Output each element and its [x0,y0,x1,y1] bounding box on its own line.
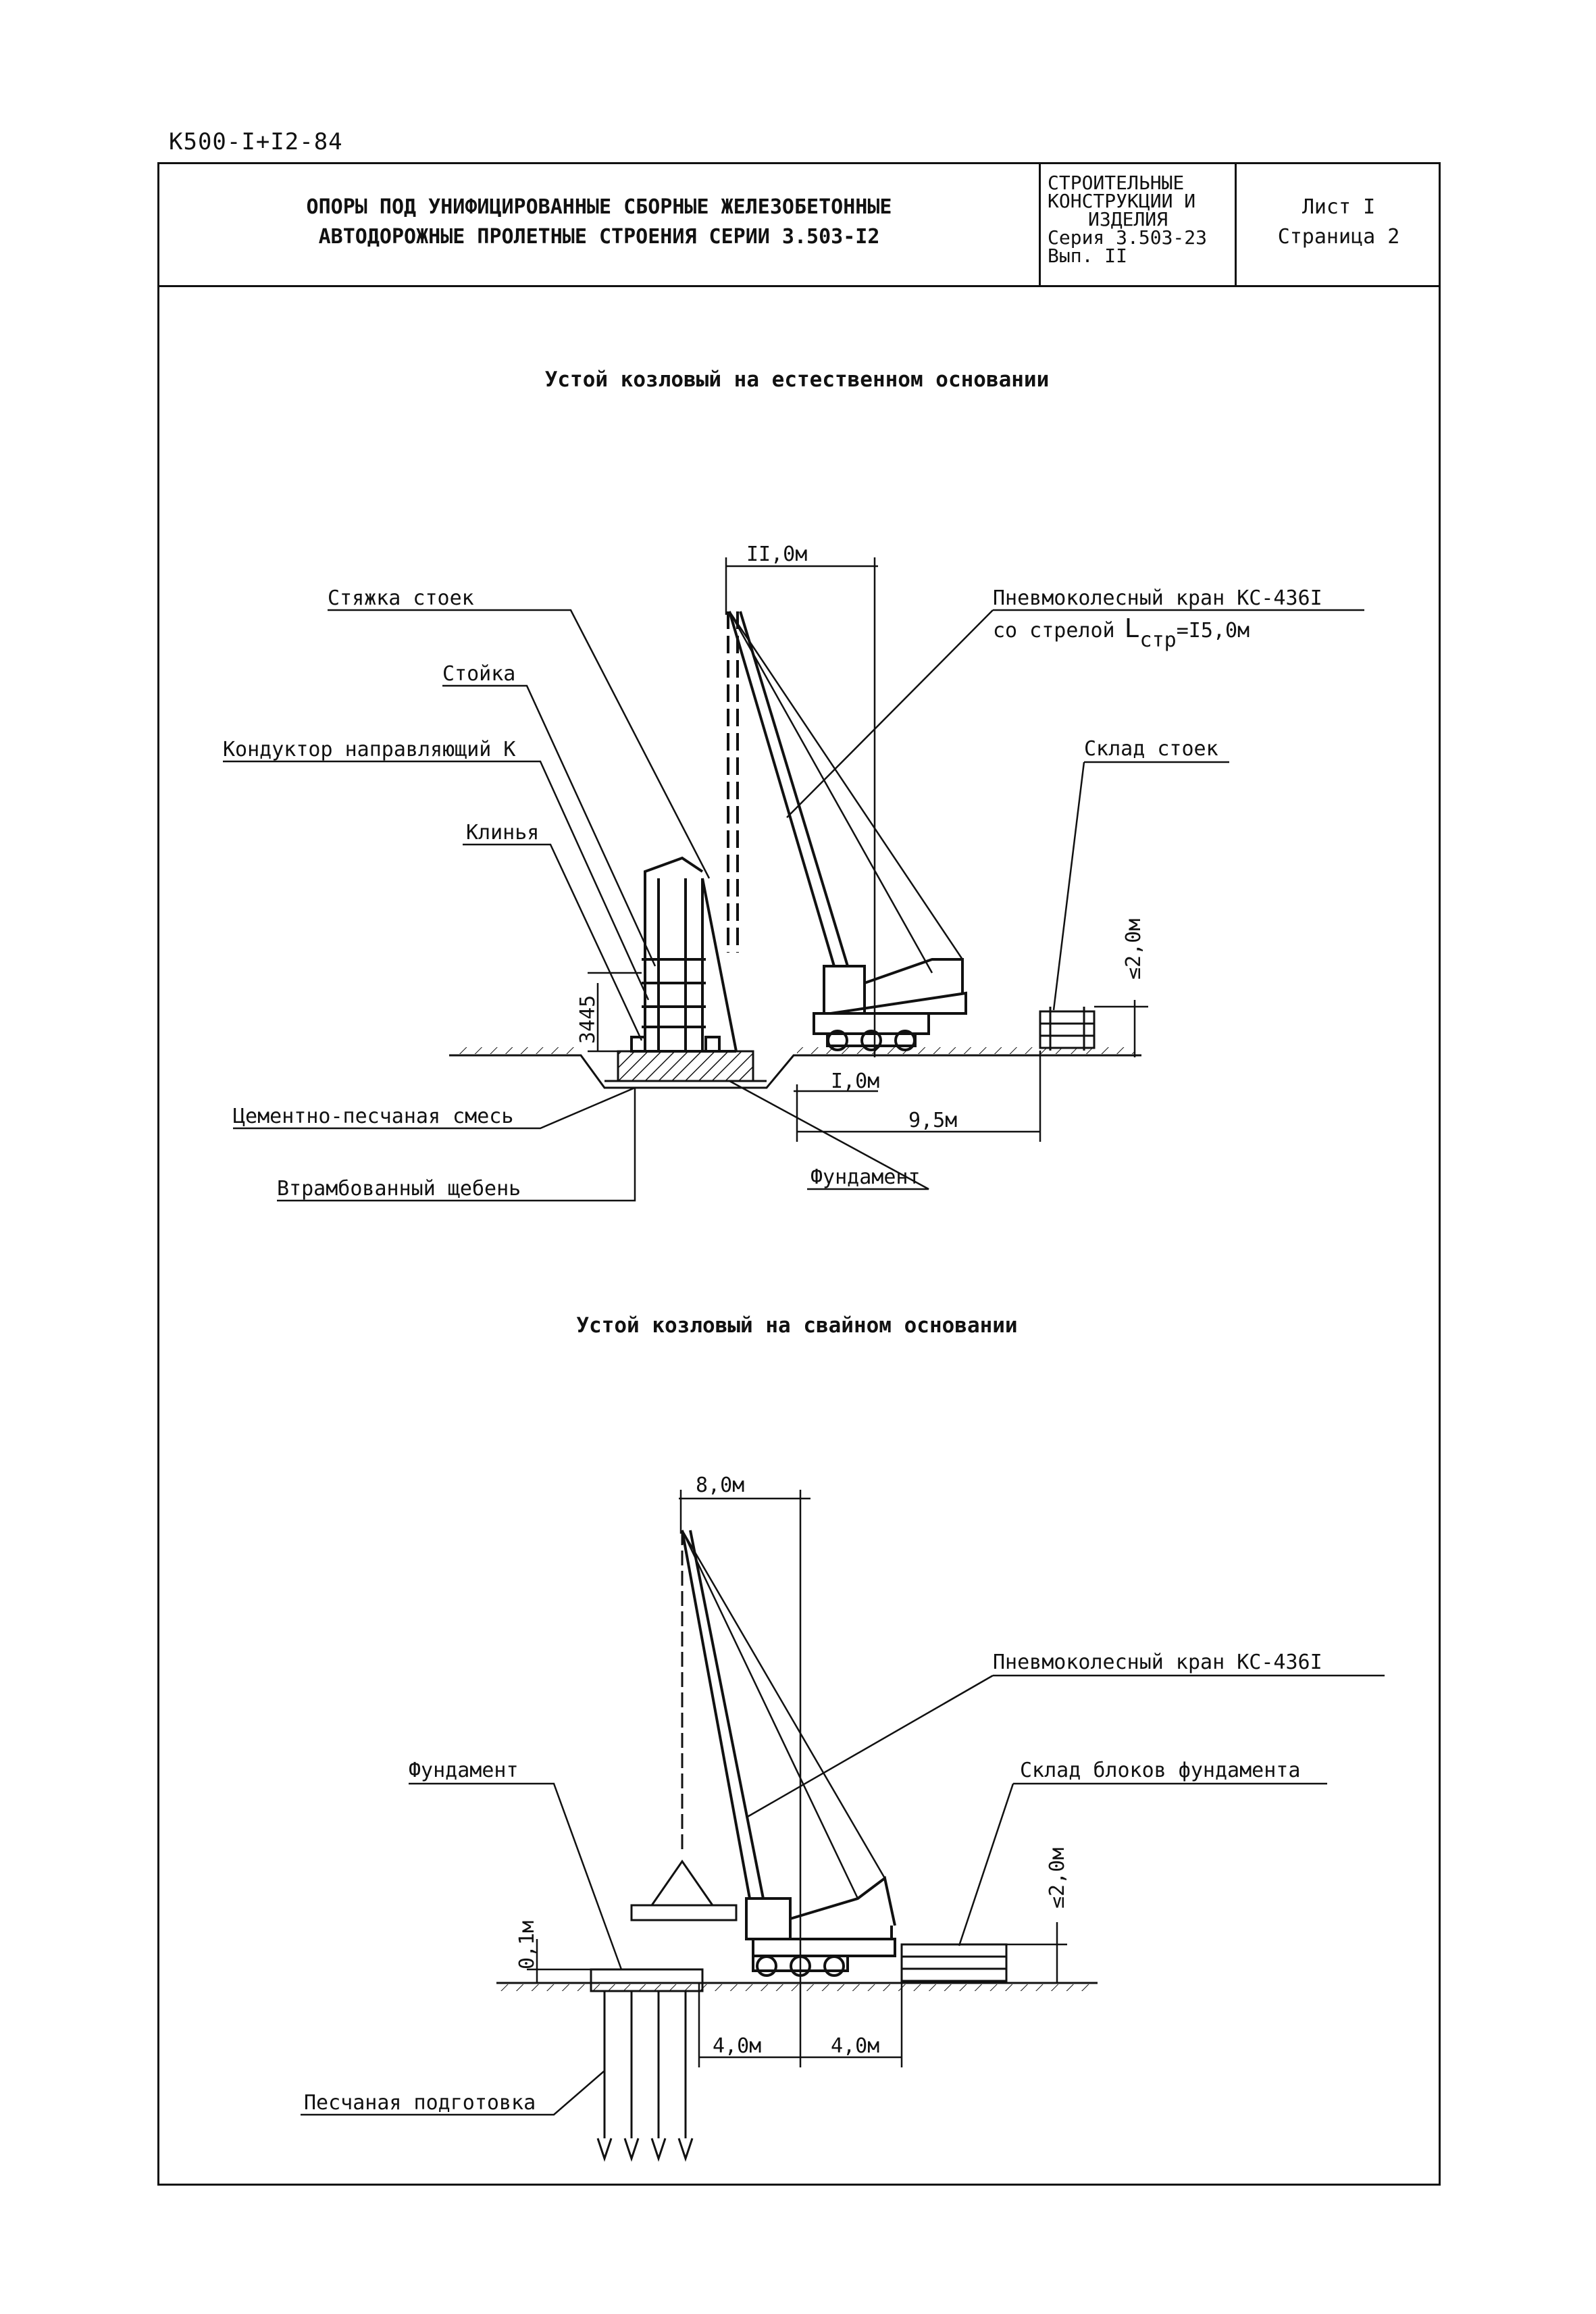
title-line-2: АВТОДОРОЖНЫЕ ПРОЛЕТНЫЕ СТРОЕНИЯ СЕРИИ 3.… [318,225,880,249]
stored-blocks-stack [900,1943,1008,1982]
title-block: ОПОРЫ ПОД УНИФИЦИРОВАННЫЕ СБОРНЫЕ ЖЕЛЕЗО… [159,164,1439,287]
storage-label-1: Склад стоек [1084,737,1218,761]
foundation-label-1: Фундамент [810,1165,921,1189]
stored-posts-stack [1039,1007,1096,1051]
leaders-2 [301,1674,1385,2116]
series-line-1: СТРОИТЕЛЬНЫЕ [1048,172,1185,194]
tie-label: Стяжка стоек [328,586,474,610]
foundation-block-1 [604,1050,767,1082]
boom-l-symbol: L [1125,613,1140,643]
dim-right: 4,0м [831,2034,879,2058]
series-cell: СТРОИТЕЛЬНЫЕ КОНСТРУКЦИИ И ИЗДЕЛИЯ Серия… [1041,164,1237,285]
sheet-cell: Лист I Страница 2 [1237,164,1441,285]
pile-foundation [590,1968,704,2162]
boom-subscript: стр [1140,628,1177,652]
drawing-1-heading: Устой козловый на естественном основании [545,368,1050,392]
gravel-label: Втрамбованный щебень [277,1177,521,1201]
hanging-post [727,611,739,953]
distance-dim: 9,5м [908,1109,957,1132]
stack-height-dim-1: ≤2,0м [1122,919,1145,980]
post-height-dim: 3445 [576,995,600,1044]
stack-height-dim-2: ≤2,0м [1046,1848,1069,1909]
guide-label: Кондуктор направляющий К [223,738,515,761]
document-code: К500-I+I2-84 [169,128,343,155]
trestle-posts [630,856,738,1053]
crane-2 [681,1530,896,1977]
series-line-4: Серия 3.503-23 [1048,226,1208,249]
boom-value: =I5,0м [1177,619,1250,643]
series-line-2: КОНСТРУКЦИИ И [1048,190,1196,212]
boom-prefix: со стрелой [993,619,1115,643]
storage-label-2: Склад блоков фундамента [1020,1759,1300,1782]
dimension-lines-2 [527,1490,1067,2067]
hanging-block [630,1530,738,1921]
mix-label: Цементно-песчаная смесь [233,1105,513,1128]
dimension-lines-1 [588,557,1148,1142]
boom-label: со стрелой Lстр=I5,0м [993,613,1250,652]
title-line-1: ОПОРЫ ПОД УНИФИЦИРОВАННЫЕ СБОРНЫЕ ЖЕЛЕЗО… [306,195,892,219]
boom-reach-dim-2: 8,0м [696,1474,744,1497]
series-line-3: ИЗДЕЛИЯ [1088,208,1168,230]
dim-left: 4,0м [713,2034,761,2058]
boom-reach-dim-1: II,0м [746,543,807,566]
wedges-label: Клинья [466,821,539,845]
drawing-frame: ОПОРЫ ПОД УНИФИЦИРОВАННЫЕ СБОРНЫЕ ЖЕЛЕЗО… [157,162,1441,2186]
foundation-label-2: Фундамент [409,1759,519,1782]
leaders-1 [223,609,1364,1202]
ground-line-1 [449,1047,1141,1089]
post-label: Стойка [442,662,515,686]
crane-label-1: Пневмоколесный кран КС-436I [993,586,1322,610]
depth-dim: 0,1м [515,1921,539,1969]
drawing-2-heading: Устой козловый на свайном основании [576,1313,1017,1338]
crane-label-2: Пневмоколесный кран КС-436I [993,1651,1322,1674]
document-title: ОПОРЫ ПОД УНИФИЦИРОВАННЫЕ СБОРНЫЕ ЖЕЛЕЗО… [159,164,1041,285]
series-line-5: Вып. II [1048,245,1128,267]
page-number: Страница 2 [1277,225,1400,249]
drawing-1-natural-foundation: Устой козловый на естественном основании [223,368,1364,1202]
offset-dim: I,0м [831,1070,879,1093]
sand-label: Песчаная подготовка [304,2091,536,2115]
ground-line-2 [496,1982,1098,1991]
drawing-2-pile-foundation: Устой козловый на свайном основании [301,1313,1385,2162]
crane-1 [728,611,967,1051]
sheet-number: Лист I [1302,195,1376,219]
